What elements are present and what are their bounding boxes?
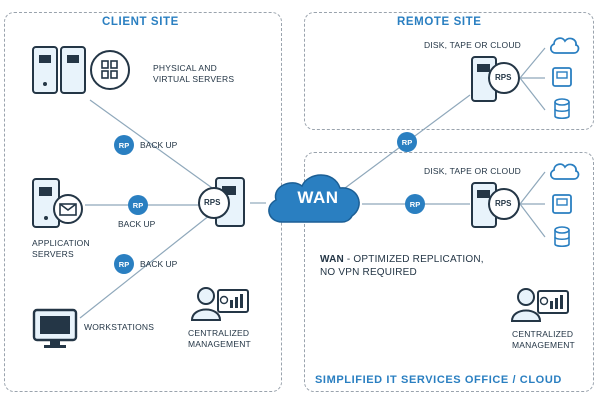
physical-servers-label-line2: VIRTUAL SERVERS bbox=[153, 74, 235, 84]
wan-caption-rest1: - OPTIMIZED REPLICATION, bbox=[343, 254, 484, 265]
remote-storage-label: DISK, TAPE OR CLOUD bbox=[424, 40, 522, 50]
connector-remote-disk bbox=[519, 77, 546, 111]
remote-site-title: REMOTE SITE bbox=[397, 16, 482, 28]
office-rps-server-icon bbox=[471, 182, 520, 228]
connector-physical-servers bbox=[89, 99, 216, 191]
remote-site-region bbox=[304, 12, 594, 130]
office-disk-icon bbox=[554, 226, 570, 248]
physical-servers-label-line1: PHYSICAL AND bbox=[153, 63, 217, 73]
services-office-region bbox=[304, 152, 594, 392]
wan-caption: WAN - OPTIMIZED REPLICATION, NO VPN REQU… bbox=[320, 253, 484, 279]
office-management-label-line2: MANAGEMENT bbox=[512, 340, 575, 350]
client-management-label: CENTRALIZED MANAGEMENT bbox=[188, 328, 251, 350]
rps-label-remote: RPS bbox=[495, 73, 512, 82]
remote-rps-server-icon bbox=[471, 56, 520, 102]
office-tape-icon bbox=[552, 194, 572, 214]
workstations-label: WORKSTATIONS bbox=[84, 322, 155, 332]
office-management-label: CENTRALIZED MANAGEMENT bbox=[512, 329, 575, 351]
rp-badge-physical: RP bbox=[114, 135, 134, 155]
disk-icon bbox=[554, 98, 570, 120]
connector-remote-cloud bbox=[519, 47, 546, 79]
connector-workstations bbox=[79, 214, 211, 319]
application-servers-label: APPLICATION SERVERS bbox=[32, 238, 90, 260]
rp-badge-workstations: RP bbox=[114, 254, 134, 274]
application-servers-label-line2: SERVERS bbox=[32, 249, 74, 259]
physical-servers-label: PHYSICAL AND VIRTUAL SERVERS bbox=[153, 63, 234, 85]
workstation-icon bbox=[32, 308, 78, 348]
rp-badge-remote: RP bbox=[397, 132, 417, 152]
client-management-label-line2: MANAGEMENT bbox=[188, 339, 251, 349]
rp-badge-office: RP bbox=[405, 194, 425, 214]
rps-server-icon bbox=[198, 177, 245, 227]
services-office-title: SIMPLIFIED IT SERVICES OFFICE / CLOUD bbox=[315, 374, 562, 386]
office-cloud-icon bbox=[549, 163, 580, 180]
wan-label: WAN bbox=[297, 188, 339, 207]
backup-label-application: BACK UP bbox=[118, 219, 156, 229]
wan-caption-strong: WAN bbox=[320, 254, 344, 265]
office-storage-label: DISK, TAPE OR CLOUD bbox=[424, 166, 522, 176]
backup-label-workstations: BACK UP bbox=[140, 259, 178, 269]
office-management-console-icon bbox=[510, 288, 569, 322]
management-console-icon bbox=[190, 287, 249, 321]
connector-office-cloud bbox=[519, 171, 546, 205]
tape-icon bbox=[552, 67, 572, 87]
office-management-label-line1: CENTRALIZED bbox=[512, 329, 574, 339]
rp-badge-application: RP bbox=[128, 195, 148, 215]
application-servers-label-line1: APPLICATION bbox=[32, 238, 90, 248]
connector-office-disk bbox=[519, 203, 546, 238]
client-management-label-line1: CENTRALIZED bbox=[188, 328, 250, 338]
rps-label-office: RPS bbox=[495, 199, 512, 208]
backup-label-physical: BACK UP bbox=[140, 140, 178, 150]
wan-caption-line1: WAN - OPTIMIZED REPLICATION, bbox=[320, 253, 484, 266]
mail-icon bbox=[53, 194, 83, 224]
virtual-server-icon bbox=[90, 50, 130, 90]
rps-label-client: RPS bbox=[204, 198, 221, 207]
wan-cloud-icon bbox=[268, 174, 360, 223]
cloud-icon bbox=[549, 37, 580, 54]
server-icon bbox=[32, 46, 86, 94]
client-site-title: CLIENT SITE bbox=[102, 16, 179, 28]
wan-caption-line2: NO VPN REQUIRED bbox=[320, 267, 417, 278]
